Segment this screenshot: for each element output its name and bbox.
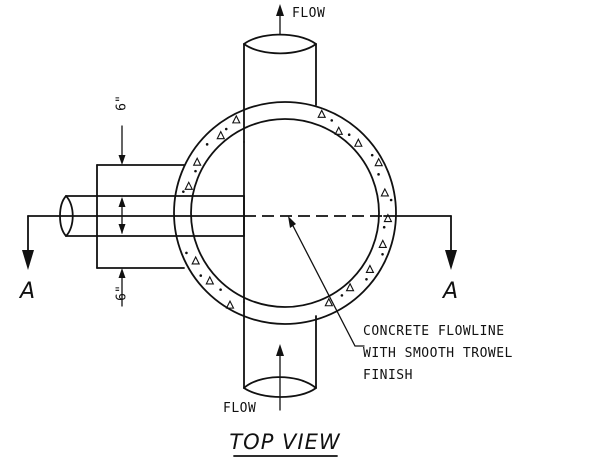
aggregate-triangle — [216, 130, 226, 140]
flow-arrow-bottom: FLOW — [223, 344, 284, 416]
aggregate-triangle — [380, 187, 390, 197]
pipe-break-top — [243, 33, 317, 45]
aggregate-triangle — [317, 109, 327, 118]
aggregate-dot — [219, 288, 222, 291]
collar-outer-edge — [173, 101, 397, 325]
collar-inner-edge — [190, 118, 380, 308]
note-line-2: WITH SMOOTH TROWEL — [363, 346, 513, 361]
section-label-right: A — [441, 279, 458, 304]
aggregate-triangle — [345, 282, 355, 292]
aggregate-triangle — [334, 126, 344, 135]
aggregate-dot — [347, 133, 351, 137]
aggregate-texture — [182, 109, 393, 309]
note-line-1: CONCRETE FLOWLINE — [363, 324, 505, 339]
aggregate-triangle — [378, 239, 388, 248]
aggregate-dot — [382, 225, 386, 229]
concrete-collar — [173, 101, 397, 325]
aggregate-triangle — [383, 213, 393, 223]
view-title: TOP VIEW — [229, 430, 341, 457]
note-leader — [288, 216, 365, 347]
concrete-flowline-note: CONCRETE FLOWLINE WITH SMOOTH TROWEL FIN… — [363, 324, 513, 383]
flow-arrow-top: FLOW — [276, 4, 325, 35]
title-text: TOP VIEW — [229, 430, 341, 454]
main-pipe-bottom — [243, 301, 317, 398]
aggregate-dot — [381, 252, 384, 256]
aggregate-triangle — [365, 264, 375, 273]
aggregate-triangle — [205, 275, 215, 285]
aggregate-dot — [185, 251, 188, 255]
aggregate-dot — [182, 190, 185, 193]
flow-label-bottom: FLOW — [223, 401, 256, 416]
dimension-label-bottom: 6" — [115, 285, 130, 301]
aggregate-dot — [340, 294, 344, 297]
section-line-a-a: A A — [18, 215, 458, 304]
aggregate-dot — [330, 119, 334, 122]
aggregate-triangle — [324, 297, 334, 307]
aggregate-dot — [377, 173, 380, 176]
flow-label-top: FLOW — [292, 6, 325, 21]
aggregate-dot — [199, 274, 203, 277]
aggregate-dot — [205, 143, 209, 146]
aggregate-triangle — [192, 156, 202, 166]
aggregate-triangle — [184, 181, 194, 190]
aggregate-triangle — [353, 138, 363, 147]
section-label-left: A — [18, 279, 35, 304]
aggregate-dot — [389, 198, 393, 202]
aggregate-dot — [224, 127, 228, 131]
section-arrow-right — [445, 250, 457, 270]
note-line-3: FINISH — [363, 368, 413, 383]
aggregate-triangle — [191, 255, 201, 265]
aggregate-dot — [370, 153, 374, 157]
main-pipe-top — [243, 33, 317, 143]
dimension-6in: 6" 6" — [115, 95, 130, 307]
aggregate-dot — [194, 169, 197, 173]
aggregate-triangle — [231, 114, 241, 124]
pipe-break-bottom — [243, 376, 317, 389]
aggregate-triangle — [374, 157, 384, 167]
aggregate-triangle — [225, 299, 235, 309]
aggregate-dot — [365, 277, 368, 281]
section-arrow-left — [22, 250, 34, 270]
dimension-label-top: 6" — [115, 95, 130, 111]
